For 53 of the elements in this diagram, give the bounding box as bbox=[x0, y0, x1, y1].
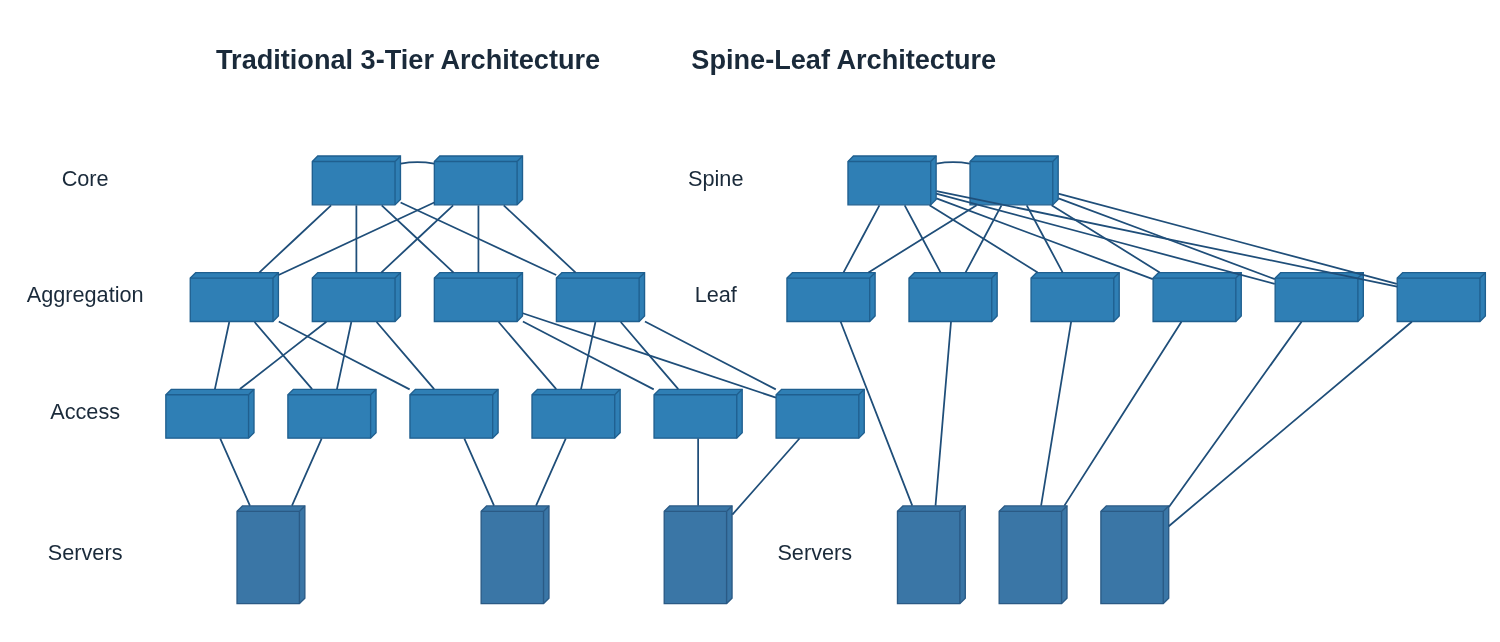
connector bbox=[253, 320, 313, 390]
connector bbox=[935, 160, 971, 164]
connector bbox=[336, 320, 353, 390]
connector bbox=[935, 197, 1154, 280]
connector bbox=[521, 311, 777, 398]
connector bbox=[502, 204, 577, 273]
label: Leaf bbox=[694, 281, 737, 307]
connector bbox=[291, 437, 323, 507]
connector bbox=[535, 437, 567, 507]
label: Spine-Leaf Architecture bbox=[691, 43, 997, 75]
connector bbox=[580, 320, 597, 390]
connector bbox=[277, 320, 411, 390]
connector bbox=[258, 204, 332, 273]
connector bbox=[399, 201, 558, 276]
connector bbox=[1050, 203, 1161, 273]
connector bbox=[1168, 320, 1303, 508]
connector bbox=[375, 320, 436, 390]
connector bbox=[1057, 192, 1398, 285]
connector bbox=[731, 437, 801, 515]
label: Aggregation bbox=[26, 281, 144, 307]
connector bbox=[619, 320, 680, 390]
connector bbox=[497, 320, 558, 390]
connector bbox=[1063, 320, 1183, 506]
connector bbox=[935, 189, 1399, 287]
connector bbox=[935, 192, 1276, 285]
connector bbox=[463, 437, 495, 507]
connector bbox=[697, 437, 699, 507]
connector bbox=[477, 204, 480, 273]
label: Access bbox=[50, 398, 121, 424]
connector bbox=[842, 204, 881, 273]
connector bbox=[277, 201, 436, 276]
connector bbox=[644, 320, 777, 390]
label: Spine bbox=[688, 165, 744, 191]
connector bbox=[219, 437, 251, 507]
connector bbox=[239, 320, 328, 390]
connector bbox=[1040, 320, 1072, 506]
connector bbox=[903, 204, 942, 273]
label: Traditional 3-Tier Architecture bbox=[216, 43, 601, 75]
connector bbox=[355, 204, 358, 273]
label: Servers bbox=[47, 539, 123, 565]
connector bbox=[867, 203, 978, 273]
connector bbox=[839, 320, 914, 506]
connector bbox=[399, 160, 435, 164]
connector bbox=[1057, 197, 1276, 280]
connector bbox=[1025, 204, 1064, 273]
label: Core bbox=[61, 165, 109, 191]
connector bbox=[934, 320, 952, 506]
connector bbox=[522, 320, 655, 390]
connector bbox=[214, 320, 231, 390]
connector bbox=[964, 204, 1003, 273]
connector bbox=[1167, 320, 1413, 527]
connector bbox=[928, 203, 1039, 273]
label: Servers bbox=[777, 539, 853, 565]
